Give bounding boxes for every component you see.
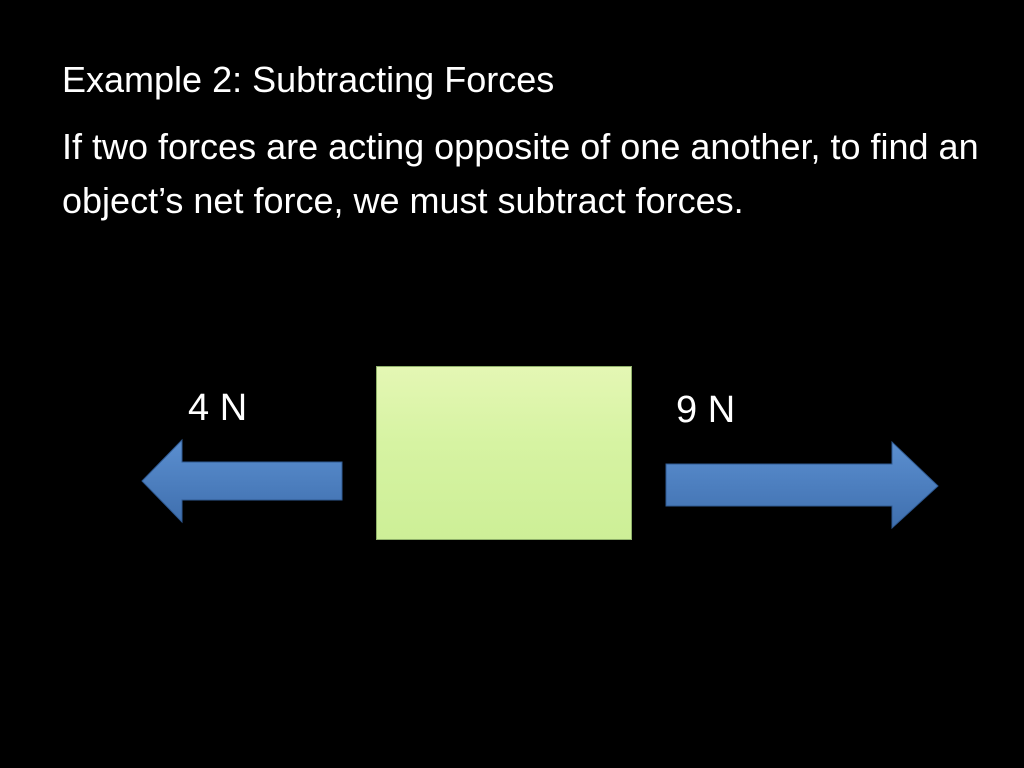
left-arrow-shape [141, 438, 343, 524]
left-force-label: 4 N [188, 387, 248, 429]
slide-title: Example 2: Subtracting Forces [62, 59, 555, 100]
right-arrow-shape [665, 440, 939, 530]
left-force-arrow [141, 438, 343, 524]
right-force-arrow [665, 440, 939, 530]
slide-body-text: If two forces are acting opposite of one… [62, 126, 979, 221]
object-box [376, 366, 632, 540]
right-force-label: 9 N [676, 389, 736, 431]
